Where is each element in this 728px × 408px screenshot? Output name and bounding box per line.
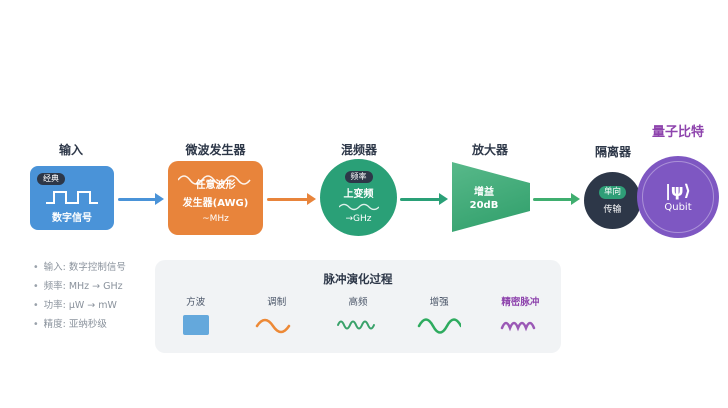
square-wave-signal-icon [46,190,98,204]
flow-arrow-amplifier-to-isolator [533,193,580,205]
flow-arrow-input-to-generator [118,193,164,205]
mixer-node: 频率 上变频 →GHz [320,159,397,236]
specs-list: 输入: 数字控制信号 频率: MHz → GHz 功率: μW → mW 精度:… [33,258,126,334]
pulse-item-label: 高频 [348,297,368,308]
precision-pulse-wave-icon [501,321,536,332]
mixer-stage-title: 混频器 [340,143,377,157]
input-node: 经典 数字信号 [30,166,114,230]
isolator-stage-title: 隔离器 [594,145,631,159]
isolator-node: 单向 传输 [584,172,641,229]
pulse-item-modulated: 调制 [241,294,313,338]
generator-stage-title: 微波发生器 [185,143,246,157]
pulse-panel-items: 方波 调制 高频 增强 [155,294,561,340]
pulse-item-label: 调制 [267,297,287,308]
pulse-evolution-panel: 脉冲演化过程 方波 调制 高频 增强 [155,260,561,353]
frequency-badge: 频率 [344,171,373,183]
amplifier-node: 增益 20dB [452,162,530,232]
pulse-item-precision: 精密脉冲 [484,294,556,338]
isolator-line2: 传输 [603,205,622,215]
awg-line2: 发生器(AWG) [182,198,249,209]
input-stage-title: 输入 [58,143,83,157]
qubit-node: |ψ⟩ Qubit [637,156,719,238]
sine-wave-icon [338,203,379,211]
mixer-line1: 上变频 [343,189,374,200]
pulse-item-square: 方波 [160,294,232,335]
pulse-item-label: 方波 [186,297,206,308]
flow-arrow-generator-to-mixer [267,193,316,205]
amplified-wave-icon [417,318,462,334]
spec-item: 精度: 亚纳秒级 [33,315,126,334]
modulated-wave-icon [255,318,291,334]
qubit-stage-title: 量子比特 [651,125,704,140]
spec-item: 功率: μW → mW [33,296,126,315]
flow-arrow-mixer-to-amplifier [400,193,448,205]
pulse-item-label: 精密脉冲 [501,297,540,308]
input-node-label: 数字信号 [52,212,92,224]
amplifier-stage-title: 放大器 [471,143,508,157]
mixer-frequency-label: →GHz [345,214,372,224]
pulse-panel-title: 脉冲演化过程 [323,272,393,286]
spec-item: 输入: 数字控制信号 [33,258,126,277]
amplifier-gain-label: 增益 [474,187,494,198]
amplifier-gain-value: 20dB [469,200,499,211]
spec-item: 频率: MHz → GHz [33,277,126,296]
pulse-item-amplified: 增强 [403,294,475,340]
awg-line1: 任意波形 [195,180,236,191]
isolator-line1: 单向 [598,186,626,199]
awg-node: 任意波形 发生器(AWG) ~MHz [168,161,263,235]
pulse-item-label: 增强 [429,297,449,308]
awg-frequency-label: ~MHz [202,214,229,224]
pulse-item-high-frequency: 高频 [322,294,394,338]
sine-wave-icon [178,175,251,185]
high-frequency-wave-icon [336,320,375,330]
qubit-inner-ring [642,161,714,233]
square-wave-icon [182,315,209,335]
classical-badge: 经典 [37,172,65,185]
